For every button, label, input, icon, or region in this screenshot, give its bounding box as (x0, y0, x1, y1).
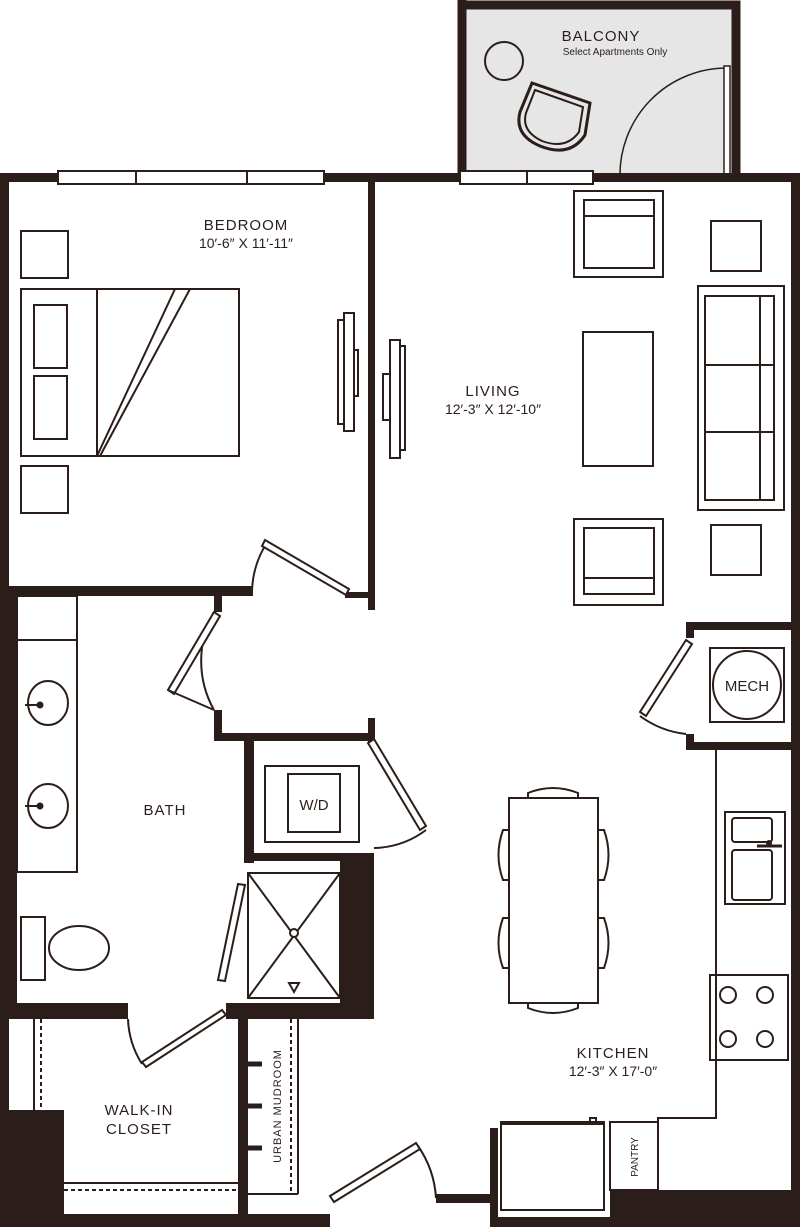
balcony-door-swing (619, 67, 728, 179)
kitchen-dims: 12′-3″ X 17′-0″ (569, 1063, 657, 1079)
armchair-top (573, 190, 664, 278)
balcony-note: Select Apartments Only (563, 47, 668, 58)
kitchen-fixtures (500, 750, 789, 1211)
windows (57, 170, 594, 185)
bedroom-door-leaf (260, 538, 351, 597)
closet-door-leaf (140, 1008, 228, 1069)
balcony-chair (517, 81, 592, 152)
laundry-door-leaf (366, 737, 428, 832)
living-label: LIVING (465, 383, 520, 400)
bedroom-furniture (20, 230, 359, 597)
kitchen-counter (657, 750, 717, 1190)
coffee-table (582, 331, 654, 467)
walls (0, 173, 800, 1227)
toilet-tank (20, 916, 46, 981)
bath-fixtures (16, 595, 341, 999)
closet-mudroom (33, 1008, 437, 1204)
cooktop (709, 974, 789, 1061)
bed (20, 288, 240, 457)
refrigerator (500, 1121, 605, 1211)
bedroom-label: BEDROOM (204, 217, 289, 234)
toilet-bowl (48, 925, 110, 971)
mech-door-leaf (638, 638, 694, 718)
vanity (16, 595, 78, 873)
side-table-top (710, 220, 762, 272)
shower (247, 872, 341, 999)
living-dims: 12′-3″ X 12′-10″ (445, 401, 541, 417)
dining (497, 787, 610, 1014)
balcony-area (457, 0, 741, 179)
pantry-label: PANTRY (630, 1137, 641, 1177)
kitchen-sink (724, 811, 786, 905)
pillow-2 (33, 375, 68, 440)
side-table-bottom (710, 524, 762, 576)
balcony-label: BALCONY (562, 28, 641, 45)
mudroom-label: URBAN MUDROOM (272, 1049, 284, 1163)
pillow-1 (33, 304, 68, 369)
sink-1 (27, 680, 69, 726)
sofa (697, 285, 785, 511)
entry-door-leaf (328, 1141, 422, 1204)
mech-label: MECH (725, 678, 769, 695)
nightstand-top (20, 230, 69, 279)
pantry-box (609, 1121, 659, 1191)
balcony-chair-inner (524, 88, 585, 145)
laundry (264, 737, 428, 849)
balcony-door-leaf (723, 65, 731, 179)
bath-door-leaf (166, 610, 222, 696)
washer-dryer (264, 765, 360, 843)
walkin-label-1: WALK-IN (105, 1102, 174, 1119)
kitchen-label: KITCHEN (577, 1045, 650, 1062)
room-labels: BALCONY Select Apartments Only BEDROOM 1… (105, 28, 770, 1177)
mech-room (638, 638, 785, 735)
armchair-bottom (573, 518, 664, 606)
living-furniture (382, 190, 785, 606)
bath-label: BATH (144, 802, 187, 819)
walkin-label-2: CLOSET (106, 1121, 172, 1138)
balcony-table (484, 41, 524, 81)
nightstand-bottom (20, 465, 69, 514)
dining-table (508, 797, 599, 1004)
bedroom-dims: 10′-6″ X 11′-11″ (199, 235, 293, 251)
wd-label: W/D (299, 797, 328, 814)
